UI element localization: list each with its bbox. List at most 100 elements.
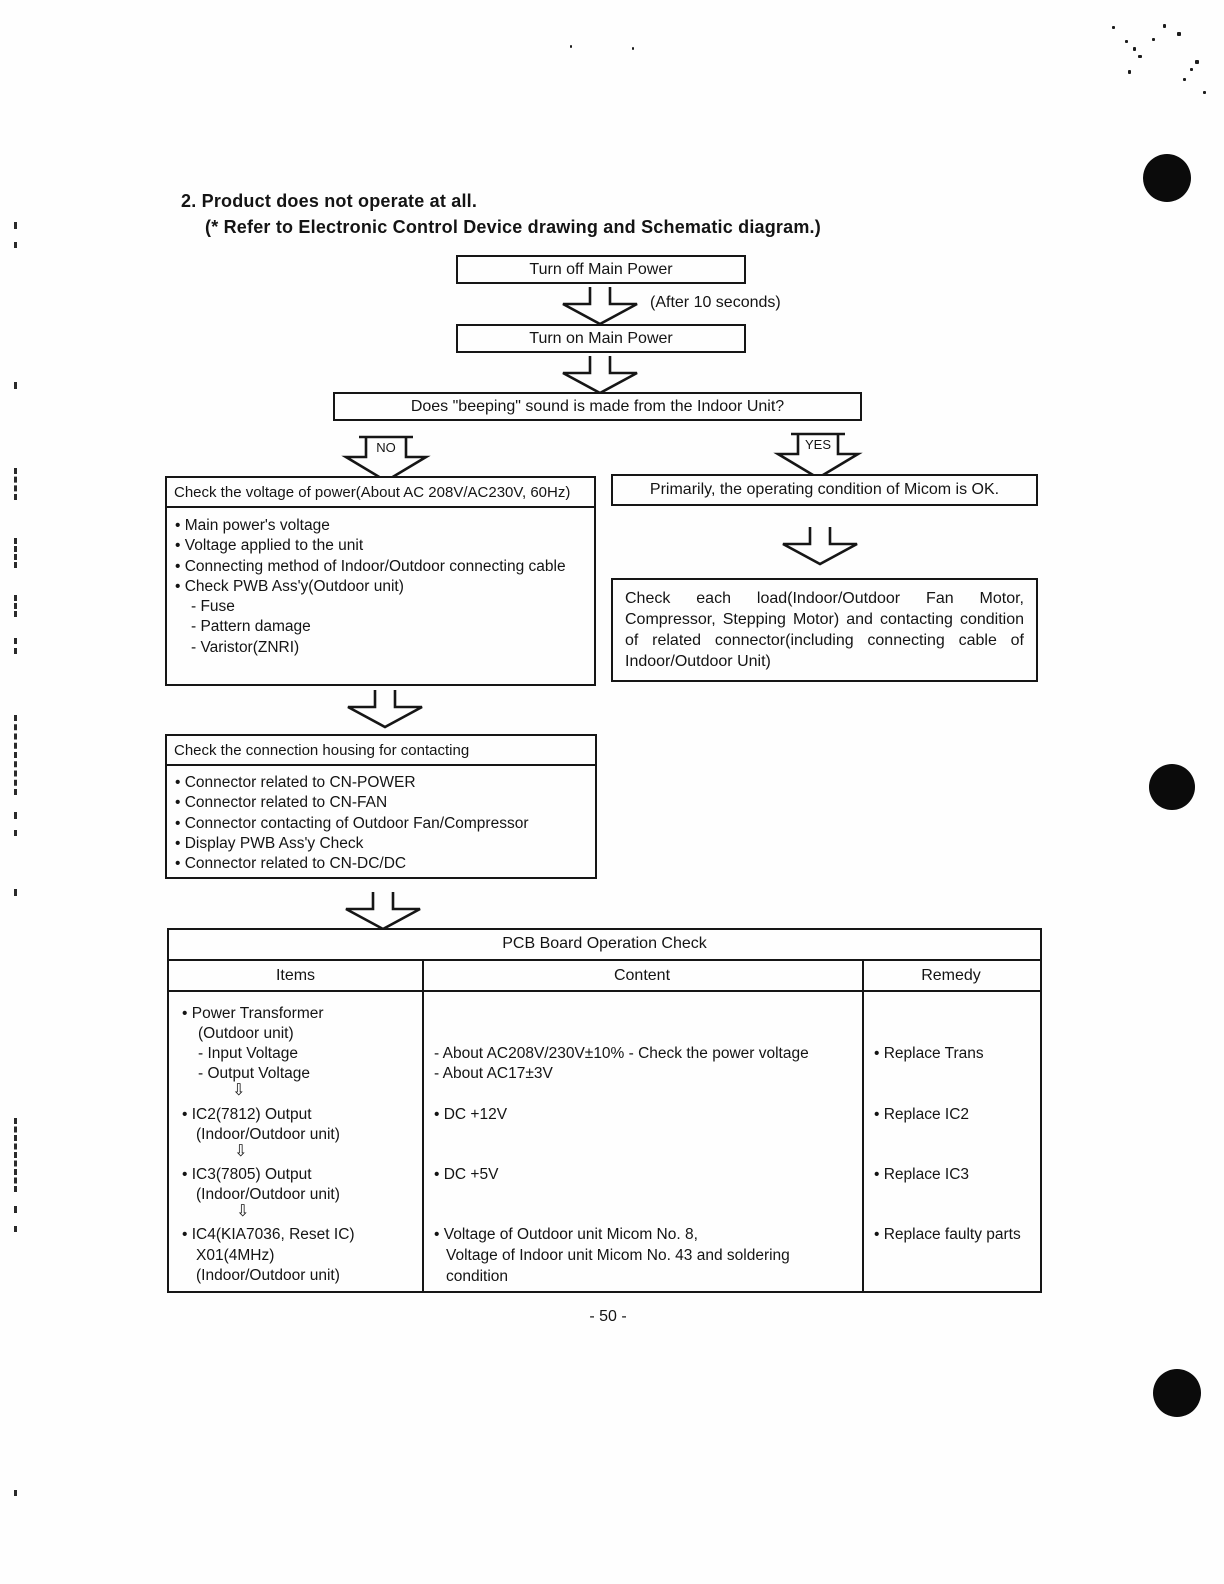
scan-speckle bbox=[1195, 60, 1199, 64]
table-cell-line: Voltage of Indoor unit Micom No. 43 and … bbox=[446, 1247, 790, 1264]
after-delay-label: (After 10 seconds) bbox=[650, 294, 781, 311]
punch-hole-dot bbox=[1143, 154, 1191, 202]
table-cell-line: condition bbox=[446, 1268, 509, 1285]
margin-tick bbox=[14, 812, 17, 819]
list-item: • Check PWB Ass'y(Outdoor unit) bbox=[175, 577, 404, 595]
panel-connection-housing: Check the connection housing for contact… bbox=[165, 734, 597, 879]
flow-box-label: Turn on Main Power bbox=[529, 329, 673, 347]
scan-speckle bbox=[632, 47, 634, 50]
margin-tick bbox=[14, 222, 17, 229]
flow-down-arrow-icon bbox=[345, 892, 421, 931]
list-item: • Connector related to CN-DC/DC bbox=[175, 855, 407, 873]
scan-speckle bbox=[1163, 24, 1166, 28]
margin-tick bbox=[14, 889, 17, 896]
table-cell-line: • Power Transformer bbox=[182, 1005, 324, 1022]
table-divider bbox=[169, 959, 1040, 961]
scan-speckle bbox=[1138, 55, 1142, 58]
list-item: • Voltage applied to the unit bbox=[175, 537, 364, 555]
table-column-separator bbox=[862, 959, 864, 1291]
table-cell-line: - Output Voltage bbox=[198, 1065, 311, 1082]
table-cell-line: • IC2(7812) Output bbox=[182, 1106, 312, 1123]
flow-box-turn-off-main-power: Turn off Main Power bbox=[456, 255, 746, 284]
table-cell-line: • Voltage of Outdoor unit Micom No. 8, bbox=[434, 1226, 698, 1243]
panel-connection-housing-list: • Connector related to CN-POWER • Connec… bbox=[167, 766, 595, 874]
table-cell-line: • IC3(7805) Output bbox=[182, 1166, 312, 1183]
branch-no-arrow-icon: NO bbox=[341, 435, 431, 483]
scan-speckle bbox=[1133, 47, 1136, 51]
scan-speckle bbox=[1203, 91, 1206, 94]
flow-box-label: Does "beeping" sound is made from the In… bbox=[410, 397, 785, 415]
margin-tick-line bbox=[14, 468, 17, 500]
flow-box-label: Primarily, the operating condition of Mi… bbox=[649, 481, 1000, 498]
table-header-remedy: Remedy bbox=[921, 967, 981, 984]
margin-tick-line bbox=[14, 715, 17, 795]
panel-title-text: Check the voltage of power(About AC 208V… bbox=[174, 483, 571, 501]
scan-speckle bbox=[1112, 26, 1115, 29]
margin-tick-line bbox=[14, 638, 17, 654]
down-arrow-icon: ⇩ bbox=[236, 1203, 250, 1220]
flow-box-check-load: Check each load(Indoor/Outdoor Fan Motor… bbox=[611, 578, 1038, 682]
list-item: - Fuse bbox=[191, 598, 235, 616]
panel-check-voltage-title: Check the voltage of power(About AC 208V… bbox=[167, 478, 594, 508]
table-title: PCB Board Operation Check bbox=[502, 935, 707, 952]
scan-speckle bbox=[1177, 32, 1181, 36]
margin-tick bbox=[14, 1490, 17, 1496]
section-subtitle: (* Refer to Electronic Control Device dr… bbox=[205, 217, 821, 237]
table-header-content: Content bbox=[613, 967, 671, 984]
table-cell-line: (Outdoor unit) bbox=[198, 1025, 294, 1042]
table-cell-line: X01(4MHz) bbox=[196, 1247, 275, 1264]
table-cell-line: (Indoor/Outdoor unit) bbox=[196, 1126, 340, 1143]
flow-box-label: Check each load(Indoor/Outdoor Fan Motor… bbox=[625, 590, 1024, 670]
flow-down-arrow-icon bbox=[347, 690, 423, 729]
panel-title-text: Check the connection housing for contact… bbox=[174, 741, 470, 759]
table-cell-line: • Replace faulty parts bbox=[874, 1226, 1021, 1243]
margin-tick bbox=[14, 1206, 17, 1213]
down-arrow-icon: ⇩ bbox=[234, 1143, 248, 1160]
flow-box-micom-ok: Primarily, the operating condition of Mi… bbox=[611, 474, 1038, 506]
table-cell-line: (Indoor/Outdoor unit) bbox=[196, 1267, 340, 1284]
list-item: • Connector related to CN-POWER bbox=[175, 774, 416, 791]
table-cell-line: • Replace IC3 bbox=[874, 1166, 970, 1183]
table-cell-line: - About AC208V/230V±10% - Check the powe… bbox=[434, 1045, 809, 1062]
flow-down-arrow-icon bbox=[562, 287, 638, 326]
margin-tick-line bbox=[14, 1118, 17, 1192]
punch-hole-dot bbox=[1153, 1369, 1201, 1417]
flow-down-arrow-icon bbox=[782, 527, 858, 566]
list-item: • Display PWB Ass'y Check bbox=[175, 834, 364, 852]
table-cell-line: • DC +12V bbox=[434, 1106, 508, 1123]
table-cell-line: - Input Voltage bbox=[198, 1045, 298, 1062]
margin-tick bbox=[14, 242, 17, 248]
list-item: • Connector contacting of Outdoor Fan/Co… bbox=[175, 814, 529, 832]
panel-check-voltage: Check the voltage of power(About AC 208V… bbox=[165, 476, 596, 686]
list-item: - Varistor(ZNRI) bbox=[191, 638, 300, 656]
list-item: • Main power's voltage bbox=[175, 517, 330, 534]
page-number: - 50 - bbox=[589, 1308, 627, 1325]
table-cell-line: • Replace Trans bbox=[874, 1045, 984, 1062]
list-item: - Pattern damage bbox=[191, 618, 311, 636]
table-divider bbox=[169, 990, 1040, 992]
scan-speckle bbox=[1190, 68, 1193, 71]
flow-box-beeping-question: Does "beeping" sound is made from the In… bbox=[333, 392, 862, 421]
table-cell-line: - About AC17±3V bbox=[434, 1065, 553, 1082]
table-cell-line: • IC4(KIA7036, Reset IC) bbox=[182, 1226, 355, 1243]
scan-speckle bbox=[1152, 38, 1155, 41]
scan-speckle bbox=[1125, 40, 1128, 43]
margin-tick-line bbox=[14, 538, 17, 568]
branch-yes-label: YES bbox=[805, 437, 831, 452]
panel-check-voltage-list: • Main power's voltage • Voltage applied… bbox=[167, 508, 594, 658]
branch-no-label: NO bbox=[376, 440, 396, 455]
table-cell-line: (Indoor/Outdoor unit) bbox=[196, 1186, 340, 1203]
flow-box-label: Turn off Main Power bbox=[529, 260, 673, 278]
section-title: 2. Product does not operate at all. bbox=[181, 191, 478, 211]
table-header-items: Items bbox=[275, 967, 316, 984]
table-cell-line: • DC +5V bbox=[434, 1166, 499, 1183]
flow-box-turn-on-main-power: Turn on Main Power bbox=[456, 324, 746, 353]
table-cell-line: • Replace IC2 bbox=[874, 1106, 970, 1123]
margin-tick-line bbox=[14, 595, 17, 617]
margin-tick bbox=[14, 830, 17, 836]
margin-tick bbox=[14, 382, 17, 389]
list-item: • Connecting method of Indoor/Outdoor co… bbox=[175, 557, 566, 575]
down-arrow-icon: ⇩ bbox=[232, 1082, 246, 1099]
flow-down-arrow-icon bbox=[562, 356, 638, 395]
